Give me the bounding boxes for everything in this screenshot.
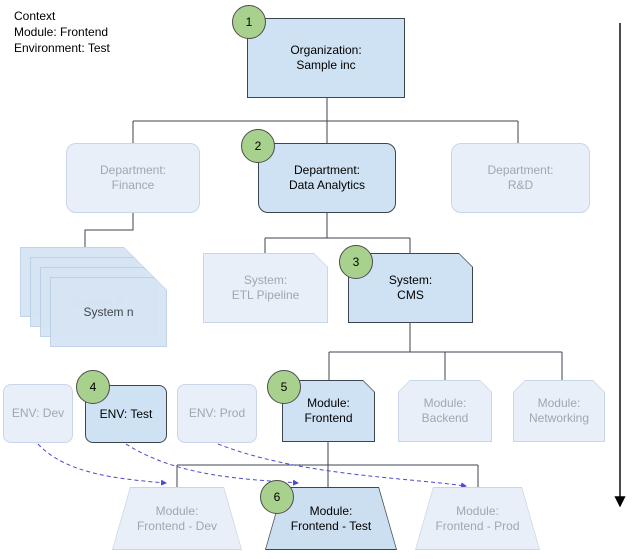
step-badge-6: 6	[260, 480, 294, 514]
node-module-backend: Module: Backend	[398, 380, 492, 442]
env-mapping-dashed-links	[37, 443, 467, 489]
node-department-finance: Department: Finance	[66, 143, 200, 213]
step-badge-5: 5	[267, 370, 301, 404]
node-system-etl-pipeline: System: ETL Pipeline	[203, 253, 328, 323]
node-module-frontend-prod: Module: Frontend - Prod	[415, 487, 540, 550]
context-note: Context Module: Frontend Environment: Te…	[14, 8, 110, 56]
node-env-prod: ENV: Prod	[177, 384, 257, 443]
step-badge-1: 1	[232, 5, 266, 39]
node-department-rd: Department: R&D	[451, 143, 590, 213]
context-module: Module: Frontend	[14, 25, 109, 39]
node-env-dev: ENV: Dev	[3, 384, 73, 443]
node-organization-label: Organization:	[290, 43, 362, 57]
node-module-frontend-dev: Module: Frontend - Dev	[112, 487, 242, 550]
node-organization: Organization: Sample inc	[247, 18, 405, 98]
node-department-data-analytics: Department: Data Analytics	[258, 143, 396, 213]
step-badge-4: 4	[76, 370, 110, 404]
tree-connectors	[84, 98, 563, 487]
node-module-networking: Module: Networking	[513, 380, 605, 442]
node-system-stack-n: System n	[50, 277, 167, 347]
step-badge-3: 3	[339, 245, 373, 279]
context-environment: Environment: Test	[14, 41, 110, 55]
step-badge-2: 2	[241, 129, 275, 163]
context-title: Context	[14, 9, 56, 23]
